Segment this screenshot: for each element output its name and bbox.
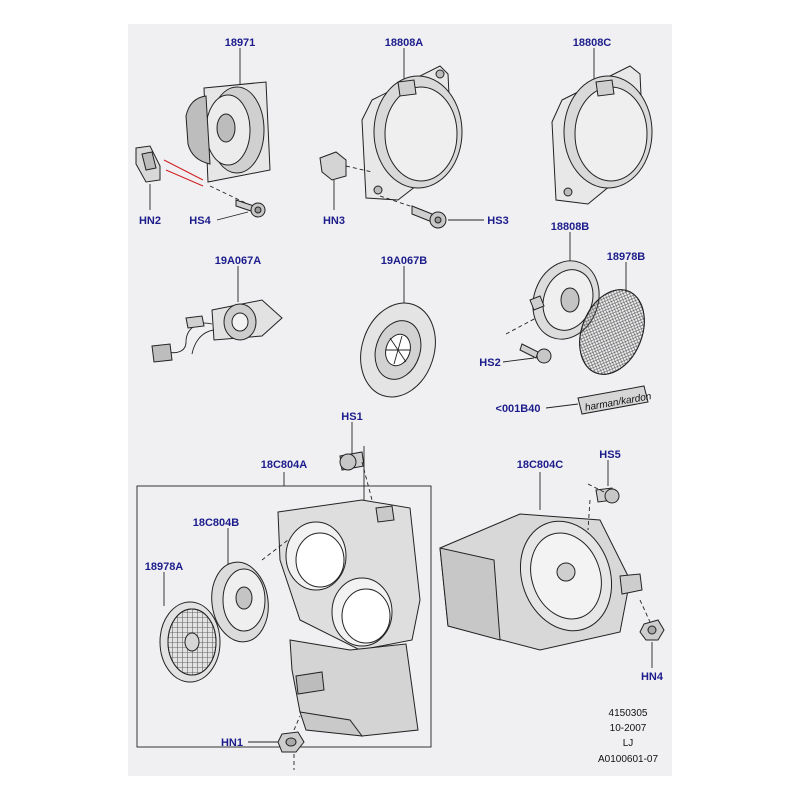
label-hs1: HS1: [341, 411, 362, 423]
badge-001B40: harman/kardon: [545, 385, 653, 415]
label-hn2: HN2: [139, 215, 161, 227]
grille-18978A: [159, 572, 221, 683]
screw-hs5: [587, 460, 620, 504]
nut-hn4: [639, 619, 665, 668]
label-hs5: HS5: [599, 449, 620, 461]
screw-hs4: [209, 185, 266, 221]
clip-hn3: [319, 151, 373, 210]
label-hs4: HS4: [189, 215, 211, 227]
tweeter-19A067A: [151, 266, 283, 363]
label-19A067B: 19A067B: [381, 255, 428, 267]
label-hn4: HN4: [641, 671, 664, 683]
speaker-18808A: [361, 48, 463, 201]
screw-hs2: [502, 317, 552, 364]
screw-hs1: [339, 422, 373, 520]
label-hn3: HN3: [323, 215, 345, 227]
label-hs3: HS3: [487, 215, 508, 227]
label-18808B: 18808B: [551, 221, 590, 233]
label-18C804B: 18C804B: [193, 517, 240, 529]
enclosure-18C804A: [136, 472, 432, 748]
label-18808C: 18808C: [573, 37, 612, 49]
tweeter-19A067B: [360, 266, 436, 398]
speaker-18808C: [551, 48, 653, 205]
speaker-18971: [185, 48, 271, 183]
label-18C804C: 18C804C: [517, 459, 564, 471]
footer-initials: LJ: [623, 738, 634, 749]
enclosure-18C804C: [439, 472, 651, 651]
screw-hs3: [379, 195, 484, 229]
clip-hn2: [135, 145, 204, 210]
footer-date: 10-2007: [610, 723, 647, 734]
label-18C804A: 18C804A: [261, 459, 308, 471]
label-18808A: 18808A: [385, 37, 424, 49]
label-19A067A: 19A067A: [215, 255, 262, 267]
speaker-18808B: [529, 232, 600, 340]
label-hn1: HN1: [221, 737, 243, 749]
footer-ref-number: 4150305: [609, 708, 648, 719]
label-001B40: <001B40: [496, 403, 541, 415]
speaker-18C804B: [211, 528, 289, 643]
label-18978A: 18978A: [145, 561, 184, 573]
nut-hn1: [248, 715, 305, 770]
label-18978B: 18978B: [607, 251, 646, 263]
grille-18978B: [579, 262, 645, 375]
label-18971: 18971: [225, 37, 256, 49]
label-hs2: HS2: [479, 357, 500, 369]
footer-illustration-id: A0100601-07: [598, 754, 658, 765]
